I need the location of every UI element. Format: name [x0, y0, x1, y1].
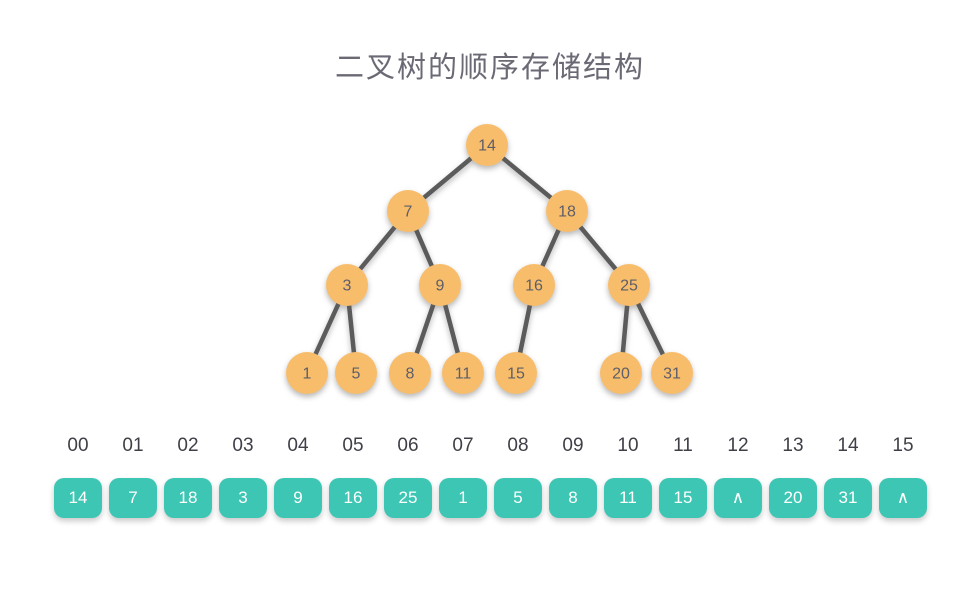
array-cell: 9	[274, 478, 322, 518]
tree-node-label: 11	[455, 366, 472, 383]
tree-node-circle	[326, 264, 368, 306]
array-index-label: 15	[892, 435, 914, 456]
tree-node-label: 8	[406, 366, 415, 383]
array-cell: 8	[549, 478, 597, 518]
tree-node-circle	[608, 264, 650, 306]
tree-node-label: 5	[352, 366, 361, 383]
array-index-label: 06	[397, 435, 419, 456]
array-cell: 11	[604, 478, 652, 518]
array-index-label: 09	[562, 435, 584, 456]
array-cell: 1	[439, 478, 487, 518]
tree-node-label: 20	[612, 366, 630, 383]
tree-node-circle	[466, 124, 508, 166]
array-index-label: 04	[287, 435, 309, 456]
array-index-label: 02	[177, 435, 199, 456]
tree-node-circle	[419, 264, 461, 306]
tree-node-label: 15	[507, 366, 525, 383]
tree-node-circle	[286, 352, 328, 394]
array-index-label: 08	[507, 435, 529, 456]
array-index-label: 10	[617, 435, 639, 456]
array-index-label: 05	[342, 435, 364, 456]
array-cell: 14	[54, 478, 102, 518]
array-index-label: 01	[122, 435, 144, 456]
array-cell: 18	[164, 478, 212, 518]
tree-node-label: 16	[525, 278, 543, 295]
array-cell: 20	[769, 478, 817, 518]
array-cell: 7	[109, 478, 157, 518]
tree-node-label: 9	[436, 278, 445, 295]
tree-node-label: 18	[558, 204, 576, 221]
tree-node-circle	[600, 352, 642, 394]
tree-node-circle	[513, 264, 555, 306]
array-index-label: 13	[782, 435, 804, 456]
array-cell: 3	[219, 478, 267, 518]
array-index-label: 12	[727, 435, 749, 456]
tree-node-circle	[442, 352, 484, 394]
array-index-label: 03	[232, 435, 254, 456]
tree-node-circle	[495, 352, 537, 394]
tree-node-label: 3	[343, 278, 352, 295]
array-index-label: 00	[67, 435, 89, 456]
array-index-label: 11	[673, 435, 693, 456]
tree-node-label: 14	[478, 138, 496, 155]
array-index-label: 07	[452, 435, 474, 456]
array-cell: ∧	[879, 478, 927, 518]
tree-node-circle	[651, 352, 693, 394]
tree-node-label: 25	[620, 278, 638, 295]
tree-node-label: 7	[404, 204, 413, 221]
tree-node-label: 1	[303, 366, 312, 383]
tree-node-circle	[389, 352, 431, 394]
tree-node-label: 31	[663, 366, 681, 383]
array-cell: 15	[659, 478, 707, 518]
array-index-label: 14	[837, 435, 859, 456]
array-cell: 16	[329, 478, 377, 518]
array-cell: 31	[824, 478, 872, 518]
array-cell: 5	[494, 478, 542, 518]
tree-node-circle	[335, 352, 377, 394]
array-index-row: 00 01 02 03 04 05 06 07 08 09 10 11 12 13 14 15	[54, 435, 927, 457]
page-title: 二叉树的顺序存储结构	[334, 52, 645, 84]
array-cell: ∧	[714, 478, 762, 518]
tree-node-circle	[387, 190, 429, 232]
tree-node-circle	[546, 190, 588, 232]
array-cell: 25	[384, 478, 432, 518]
